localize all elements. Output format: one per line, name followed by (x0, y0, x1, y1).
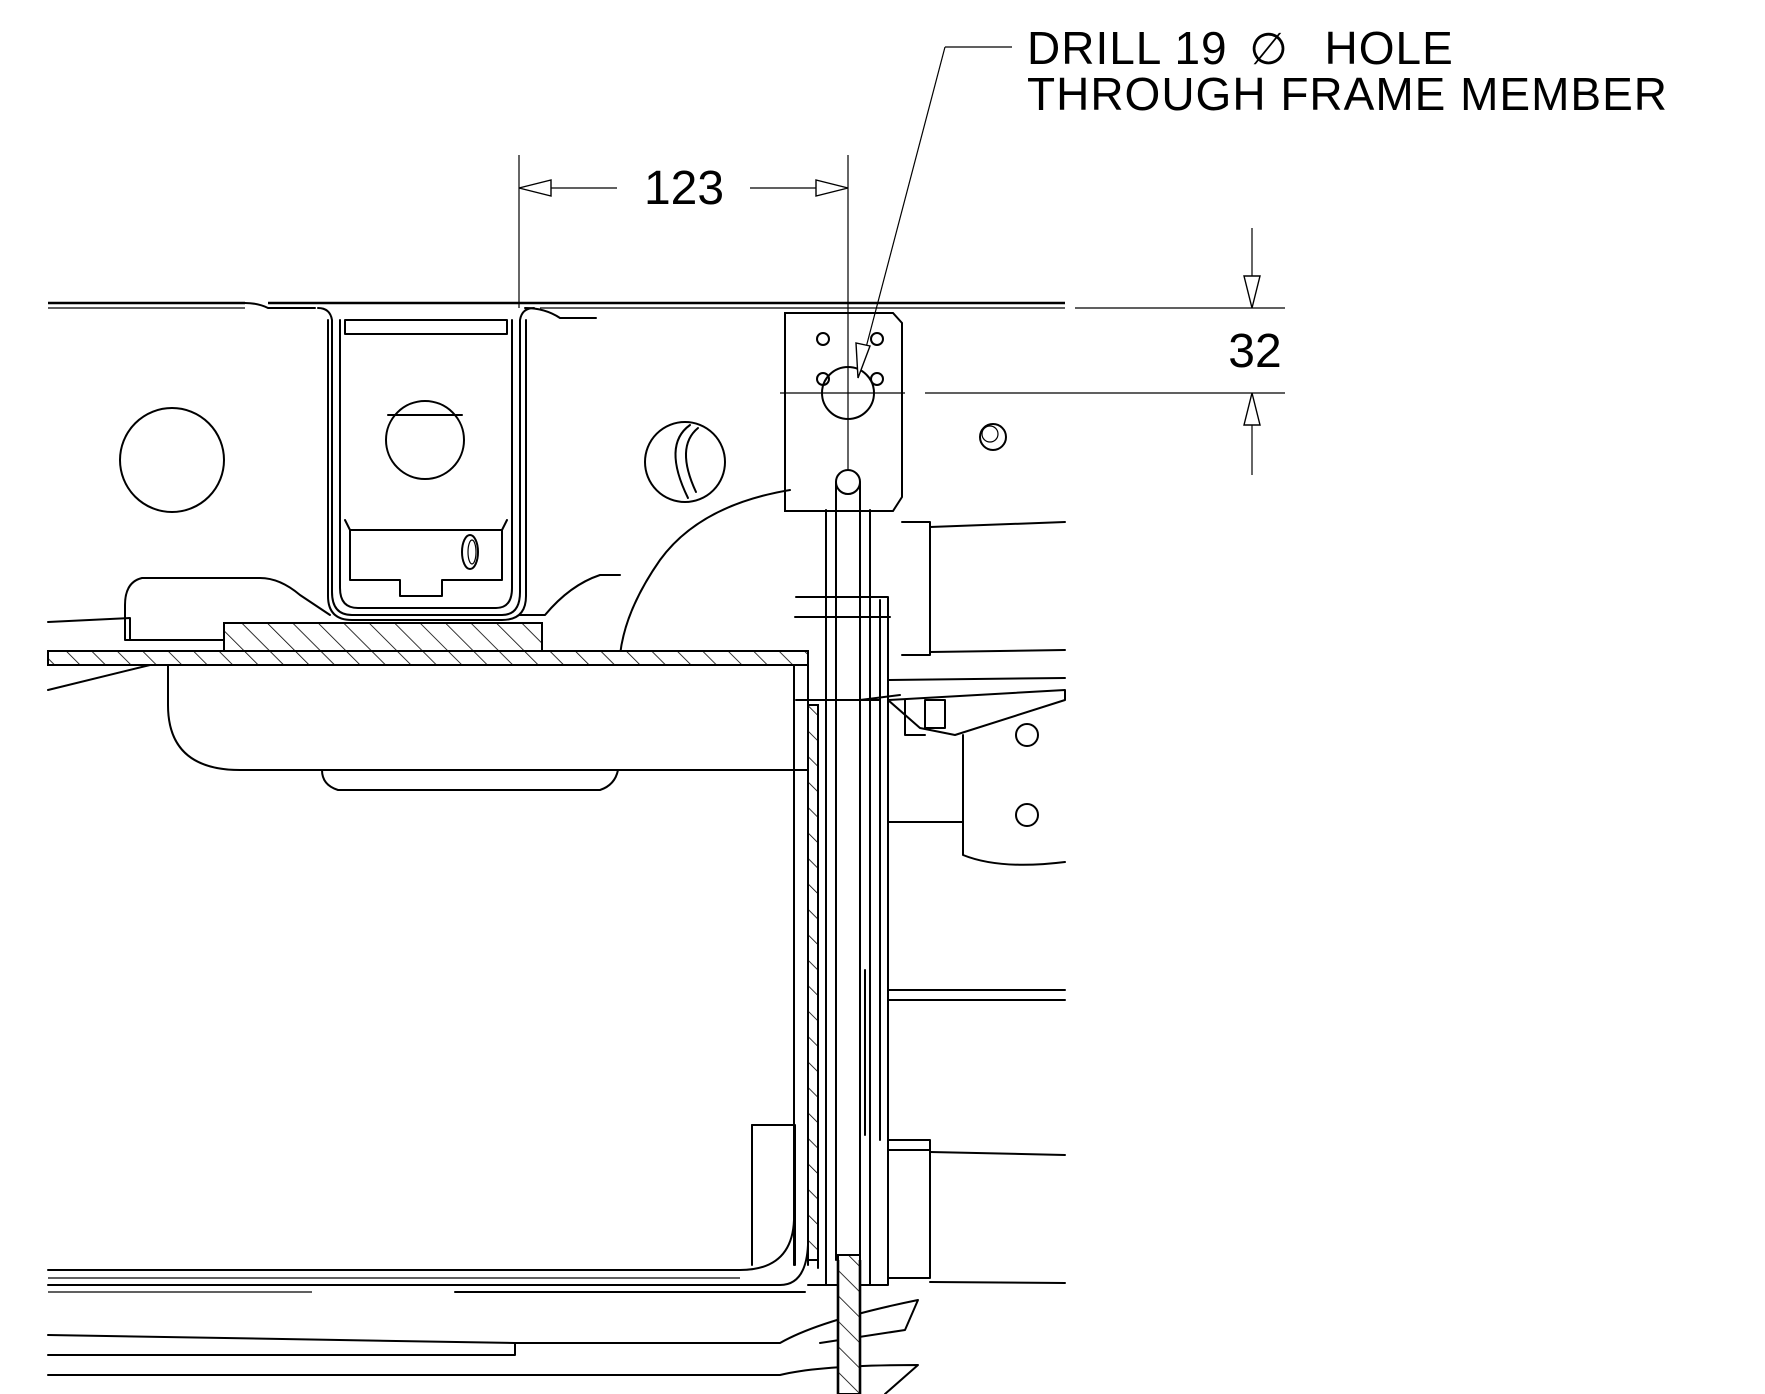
diameter-symbol: ∅ (1249, 25, 1288, 74)
frame-holes (119, 407, 1007, 513)
dimension-horizontal-label: 123 (644, 162, 724, 215)
top-frame-plate (48, 301, 1065, 319)
note-line1-suffix: HOLE (1325, 22, 1454, 74)
note-line1-prefix: DRILL 19 (1027, 22, 1228, 74)
note-leader (855, 46, 1012, 379)
linkage-assembly (751, 677, 1066, 1284)
dimension-vertical (925, 228, 1285, 475)
svg-text:DRILL 19 ∅ HOLE: DRILL 19 ∅ HOLE (1027, 22, 1454, 74)
hat-channel-member (317, 307, 535, 621)
drill-note: DRILL 19 ∅ HOLE THROUGH FRAME MEMBER (1027, 22, 1668, 120)
bottom-floor (47, 1219, 919, 1394)
arch-section (619, 489, 1066, 656)
note-line2: THROUGH FRAME MEMBER (1027, 68, 1668, 120)
vertical-wall (793, 509, 901, 1286)
floor-section (47, 574, 809, 791)
mounting-bracket (780, 312, 905, 521)
dimension-horizontal (518, 155, 849, 320)
dimension-vertical-label: 32 (1228, 325, 1281, 378)
